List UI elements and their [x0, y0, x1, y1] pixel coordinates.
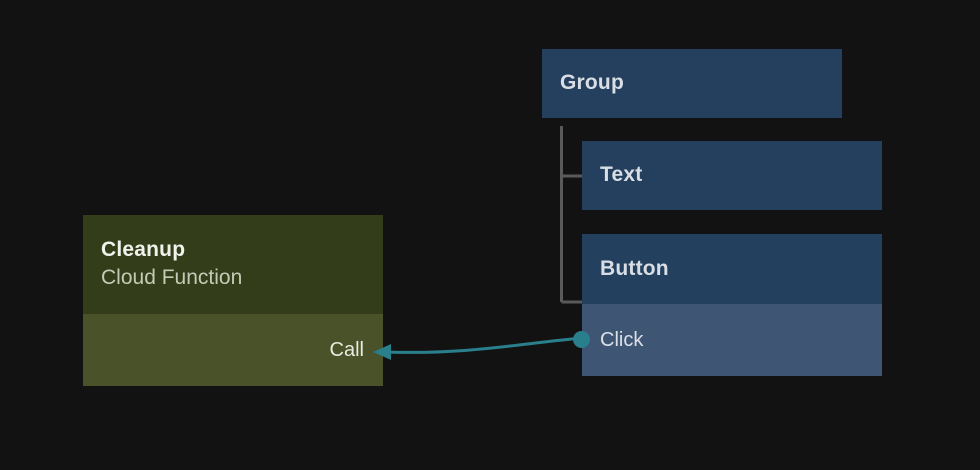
edge-path	[384, 336, 585, 354]
port-dot-click-icon[interactable]	[573, 331, 590, 348]
node-group[interactable]: Group	[542, 49, 842, 118]
node-button-port-click-label: Click	[600, 328, 644, 351]
edge-click-to-call[interactable]	[360, 315, 600, 375]
node-cleanup[interactable]: Cleanup Cloud Function Call	[83, 215, 383, 386]
node-text-header[interactable]: Text	[582, 141, 882, 210]
node-text[interactable]: Text	[582, 141, 882, 210]
node-cleanup-header[interactable]: Cleanup Cloud Function	[83, 215, 383, 314]
node-cleanup-title: Cleanup	[101, 238, 186, 262]
node-button-title: Button	[600, 256, 669, 280]
node-group-title: Group	[560, 71, 624, 95]
node-button-port-click[interactable]: Click	[573, 304, 882, 376]
node-group-header[interactable]: Group	[542, 49, 842, 118]
node-cleanup-port-call-label: Call	[329, 338, 364, 361]
node-cleanup-subtitle: Cloud Function	[101, 266, 243, 290]
node-button-header[interactable]: Button	[582, 234, 882, 304]
node-button[interactable]: Button Click	[573, 234, 882, 376]
node-text-title: Text	[600, 163, 643, 187]
node-cleanup-port-call[interactable]: Call	[83, 314, 383, 386]
